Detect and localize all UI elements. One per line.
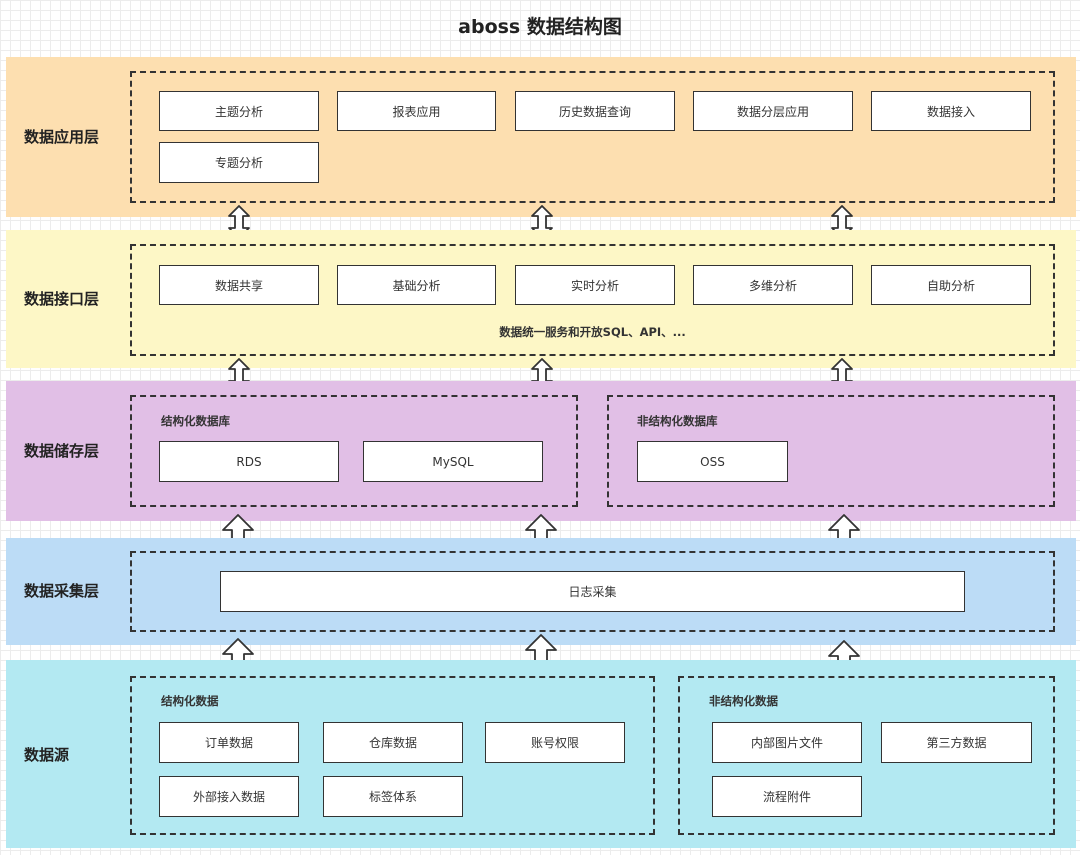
storage-layer-label: 数据储存层 <box>24 442 100 460</box>
collection-layer-container <box>130 551 1055 632</box>
app-item-layered-application[interactable]: 数据分层应用 <box>693 91 853 131</box>
storage-item-oss[interactable]: OSS <box>637 441 788 482</box>
source-item-account-permissions[interactable]: 账号权限 <box>485 722 625 763</box>
unstructured-data-label: 非结构化数据 <box>709 694 778 708</box>
source-item-order-data[interactable]: 订单数据 <box>159 722 299 763</box>
app-item-data-access[interactable]: 数据接入 <box>871 91 1031 131</box>
app-item-special-analysis[interactable]: 专题分析 <box>159 142 319 183</box>
app-item-report-application[interactable]: 报表应用 <box>337 91 496 131</box>
application-layer-label: 数据应用层 <box>24 128 100 146</box>
unstructured-db-label: 非结构化数据库 <box>637 414 718 428</box>
source-item-tag-system[interactable]: 标签体系 <box>323 776 463 817</box>
structured-data-label: 结构化数据 <box>161 694 219 708</box>
interface-item-self-service-analysis[interactable]: 自助分析 <box>871 265 1031 305</box>
source-item-internal-images[interactable]: 内部图片文件 <box>712 722 862 763</box>
storage-item-mysql[interactable]: MySQL <box>363 441 543 482</box>
source-item-external-data[interactable]: 外部接入数据 <box>159 776 299 817</box>
structured-db-label: 结构化数据库 <box>161 414 230 428</box>
interface-service-note: 数据统一服务和开放SQL、API、... <box>499 325 686 339</box>
source-item-warehouse-data[interactable]: 仓库数据 <box>323 722 463 763</box>
interface-item-basic-analysis[interactable]: 基础分析 <box>337 265 496 305</box>
interface-item-realtime-analysis[interactable]: 实时分析 <box>515 265 675 305</box>
diagram-title: aboss 数据结构图 <box>458 16 622 38</box>
collection-item-log-collection[interactable]: 日志采集 <box>220 571 965 612</box>
interface-layer-container <box>130 244 1055 356</box>
structured-data-group <box>130 676 655 835</box>
app-item-topic-analysis[interactable]: 主题分析 <box>159 91 319 131</box>
interface-item-multidim-analysis[interactable]: 多维分析 <box>693 265 853 305</box>
application-layer-band <box>6 57 1076 217</box>
collection-layer-label: 数据采集层 <box>24 582 100 600</box>
app-item-history-query[interactable]: 历史数据查询 <box>515 91 675 131</box>
interface-item-data-sharing[interactable]: 数据共享 <box>159 265 319 305</box>
structured-db-group <box>130 395 578 507</box>
source-item-third-party-data[interactable]: 第三方数据 <box>881 722 1032 763</box>
interface-layer-label: 数据接口层 <box>24 290 100 308</box>
unstructured-data-group <box>678 676 1055 835</box>
storage-item-rds[interactable]: RDS <box>159 441 339 482</box>
source-item-process-attachments[interactable]: 流程附件 <box>712 776 862 817</box>
application-layer-container <box>130 71 1055 203</box>
source-layer-label: 数据源 <box>24 746 70 764</box>
unstructured-db-group <box>607 395 1055 507</box>
